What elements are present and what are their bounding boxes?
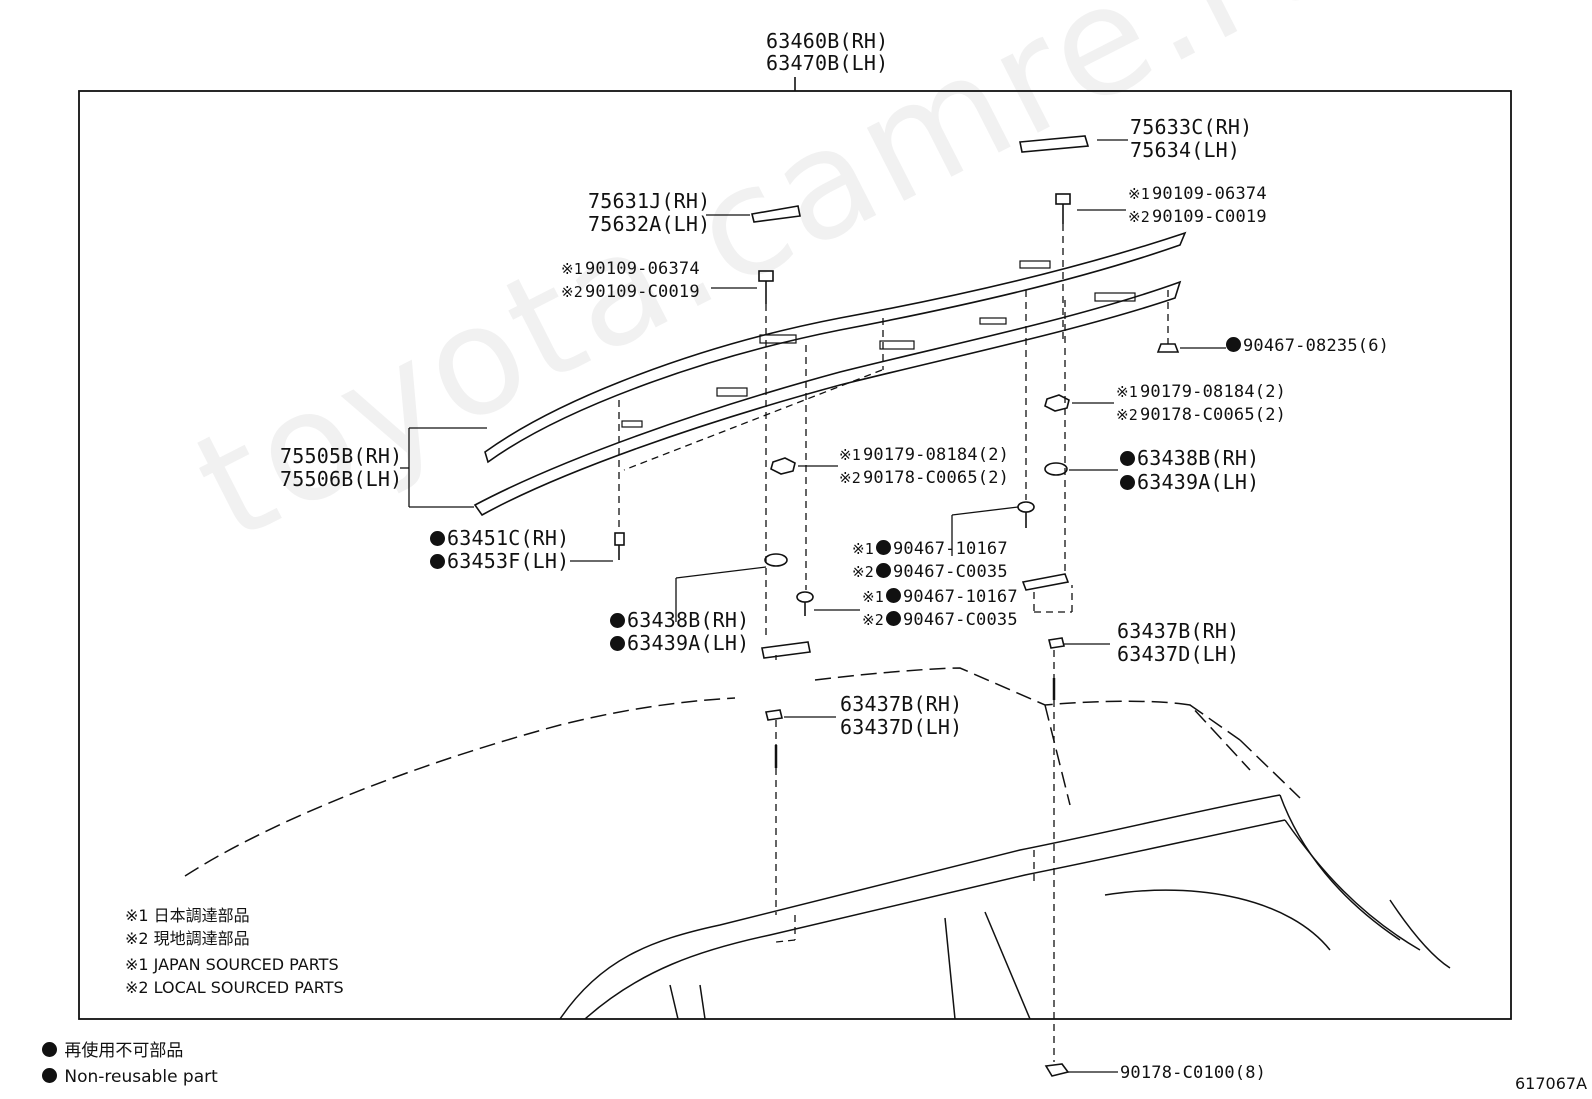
non-reusable-dot-icon <box>430 531 445 546</box>
callout-clip-90467-08235: 90467-08235(6) <box>1226 335 1389 358</box>
bolt-right-shape <box>1055 193 1071 224</box>
figure-id: 617067A <box>1515 1074 1588 1093</box>
non-reusable-dot-icon <box>42 1068 57 1083</box>
bracket-left-shape <box>761 641 811 659</box>
plate-right-shape <box>1048 637 1065 649</box>
non-reusable-dot-icon <box>610 613 625 628</box>
non-reusable-legend-en: Non-reusable part <box>42 1066 218 1089</box>
bracket-right-shape <box>1021 573 1070 591</box>
bolt-left-shape <box>758 270 774 304</box>
legend-note-en-1: ※1 JAPAN SOURCED PARTS <box>125 955 339 974</box>
callout-bracket-right-rh: 63437B(RH) <box>1117 619 1240 643</box>
legend-note-en-2: ※2 LOCAL SOURCED PARTS <box>125 978 344 997</box>
callout-pad-left-rh: 63438B(RH) <box>610 609 749 632</box>
plate-left-shape <box>765 709 783 721</box>
vehicle-body <box>559 794 1451 1020</box>
callout-bracket-left-rh: 63437B(RH) <box>840 692 963 716</box>
callout-75633-rh: 75633C(RH) <box>1130 115 1253 139</box>
callout-75631-rh: 75631J(RH) <box>588 189 711 213</box>
roof-rail-base <box>473 280 1182 517</box>
cover-75631 <box>751 205 801 223</box>
non-reusable-dot-icon <box>610 636 625 651</box>
callout-clip-63451-lh: 63453F(LH) <box>430 550 569 573</box>
clip-90467-08235-shape <box>1156 343 1180 353</box>
diagram-frame <box>78 90 1512 1020</box>
non-reusable-dot-icon <box>1226 337 1241 352</box>
vehicle-outline <box>184 667 1301 877</box>
clip-mid-a-shape <box>1017 501 1035 528</box>
non-reusable-dot-icon <box>876 540 891 555</box>
callout-75631-lh: 75632A(LH) <box>588 212 711 236</box>
clip-63451-shape <box>614 532 625 560</box>
callout-bracket-right-lh: 63437D(LH) <box>1117 642 1240 666</box>
header-callout-lh: 63470B(LH) <box>766 51 889 75</box>
clip-mid-b-shape <box>796 591 814 616</box>
non-reusable-dot-icon <box>1120 451 1135 466</box>
callout-bracket-left-lh: 63437D(LH) <box>840 715 963 739</box>
non-reusable-dot-icon <box>430 554 445 569</box>
cover-75633 <box>1019 135 1090 153</box>
callout-pad-left-lh: 63439A(LH) <box>610 632 749 655</box>
header-callout-rh: 63460B(RH) <box>766 29 889 53</box>
non-reusable-dot-icon <box>42 1042 57 1057</box>
non-reusable-dot-icon <box>876 563 891 578</box>
non-reusable-dot-icon <box>886 588 901 603</box>
pad-right-shape <box>1044 462 1068 476</box>
roof-rail-upper <box>484 231 1187 464</box>
nut-mid-shape <box>770 457 796 475</box>
guide-lines <box>618 224 1169 1062</box>
clip-bottom-shape <box>1044 1063 1070 1077</box>
nut-right-shape <box>1044 394 1070 412</box>
callout-rail-rh: 75505B(RH) <box>280 444 403 468</box>
callout-pad-right-rh: 63438B(RH) <box>1120 447 1259 470</box>
non-reusable-dot-icon <box>886 611 901 626</box>
non-reusable-legend-jp: 再使用不可部品 <box>42 1040 183 1063</box>
callout-clip-bottom: 90178-C0100(8) <box>1120 1063 1267 1083</box>
legend-note-jp-2: ※2 現地調達部品 <box>125 929 250 948</box>
non-reusable-dot-icon <box>1120 475 1135 490</box>
pad-left-shape <box>764 553 788 567</box>
callout-clip-63451-rh: 63451C(RH) <box>430 527 569 550</box>
legend-note-jp-1: ※1 日本調達部品 <box>125 906 250 925</box>
callout-rail-lh: 75506B(LH) <box>280 467 403 491</box>
callout-pad-right-lh: 63439A(LH) <box>1120 471 1259 494</box>
leader-lines <box>400 139 1226 1073</box>
callout-75633-lh: 75634(LH) <box>1130 138 1241 162</box>
